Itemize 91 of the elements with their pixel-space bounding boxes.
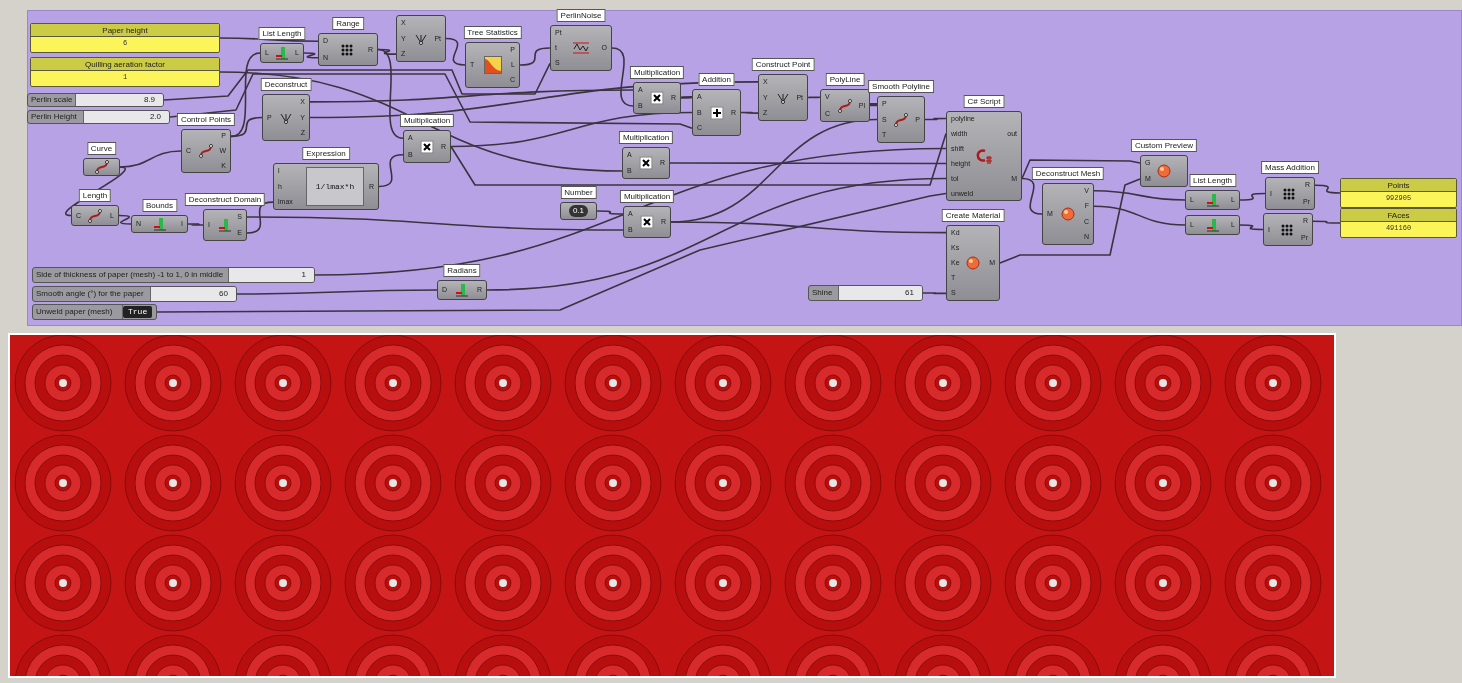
wire bbox=[924, 117, 947, 121]
component-title: Deconstruct Mesh bbox=[1031, 167, 1105, 180]
wire bbox=[740, 111, 759, 114]
wire bbox=[680, 96, 693, 99]
wire bbox=[219, 37, 319, 43]
wire bbox=[596, 210, 624, 215]
wire bbox=[378, 153, 404, 188]
component-box bbox=[1185, 215, 1240, 235]
slider-value: 61 bbox=[839, 286, 922, 300]
wire bbox=[1239, 224, 1264, 231]
wire bbox=[486, 177, 947, 291]
wire bbox=[1093, 205, 1186, 226]
wire bbox=[156, 192, 947, 313]
component-title: Bounds bbox=[141, 199, 178, 212]
component-title: List Length bbox=[1188, 174, 1237, 187]
component-title: Multiplication bbox=[629, 66, 685, 79]
wire bbox=[246, 201, 274, 234]
panel-header: FAces bbox=[1341, 209, 1456, 222]
boolean-toggle bbox=[32, 304, 157, 320]
component-title: Range bbox=[332, 17, 364, 30]
wire bbox=[377, 48, 404, 140]
panel bbox=[1340, 178, 1457, 208]
slider-value: 1 bbox=[229, 268, 314, 282]
wire bbox=[445, 37, 466, 66]
wire bbox=[314, 147, 947, 276]
wire bbox=[219, 71, 623, 172]
component-title: Smooth Polyline bbox=[868, 80, 934, 93]
wire bbox=[230, 116, 263, 138]
wire bbox=[1239, 192, 1266, 201]
wire bbox=[163, 62, 551, 101]
component-title: List Length bbox=[258, 27, 306, 40]
wire bbox=[450, 132, 947, 186]
component-title: Number bbox=[560, 186, 597, 199]
wire bbox=[187, 223, 204, 226]
panel bbox=[30, 23, 220, 53]
wire bbox=[922, 292, 947, 295]
wire bbox=[519, 47, 551, 66]
toggle-value: True bbox=[123, 306, 153, 318]
component-title: C# Script bbox=[963, 95, 1005, 108]
wire bbox=[303, 52, 319, 59]
component-box bbox=[1263, 213, 1313, 246]
wire bbox=[1312, 220, 1341, 224]
component-title: Control Points bbox=[176, 113, 236, 126]
number-slider bbox=[32, 286, 237, 302]
wire bbox=[1021, 159, 1141, 180]
component-title: Addition bbox=[698, 73, 735, 86]
wire bbox=[670, 221, 947, 234]
component-title: Mass Addition bbox=[1261, 161, 1319, 174]
component-title: Multiplication bbox=[618, 131, 674, 144]
component-title: Multiplication bbox=[619, 190, 675, 203]
wire bbox=[230, 52, 261, 138]
component-title: Multiplication bbox=[399, 114, 455, 127]
component-title: Deconstruct bbox=[260, 78, 312, 91]
panel bbox=[30, 57, 220, 87]
wire bbox=[1021, 177, 1043, 215]
number-slider bbox=[27, 110, 170, 124]
component-title: Custom Preview bbox=[1130, 139, 1198, 152]
wire bbox=[999, 178, 1141, 264]
component-title: PolyLine bbox=[825, 73, 865, 86]
number-slider bbox=[27, 93, 164, 107]
slider-value: 8.9 bbox=[76, 94, 163, 106]
component-box bbox=[396, 15, 446, 62]
component-title: PerlinNoise bbox=[556, 9, 606, 22]
component-title: Expression bbox=[302, 147, 350, 160]
component-title: Radians bbox=[443, 264, 481, 277]
component-title: Tree Statistics bbox=[463, 26, 522, 39]
wire bbox=[807, 96, 821, 99]
slider-value: 2.0 bbox=[84, 111, 169, 123]
panel-header: Points bbox=[1341, 179, 1456, 192]
wire bbox=[118, 214, 132, 225]
wire bbox=[246, 216, 624, 231]
slider-value: 60 bbox=[151, 287, 236, 301]
number-value: 0.1 bbox=[569, 205, 588, 217]
wire bbox=[450, 111, 693, 148]
wire bbox=[1314, 184, 1341, 194]
number-slider bbox=[808, 285, 923, 301]
wire bbox=[1093, 189, 1186, 201]
component-title: Create Material bbox=[941, 209, 1005, 222]
number-slider bbox=[32, 267, 315, 283]
component-title: Curve bbox=[86, 142, 117, 155]
component-title: Deconstruct Domain bbox=[184, 193, 266, 206]
component-title: Length bbox=[78, 189, 112, 202]
wire bbox=[169, 73, 693, 129]
panel-header: Paper height bbox=[31, 24, 219, 37]
panel bbox=[1340, 208, 1457, 238]
expression-text: 1/lmax*h bbox=[306, 167, 364, 206]
wire bbox=[669, 162, 947, 165]
panel-header: Quilling aeration factor bbox=[31, 58, 219, 71]
wire bbox=[236, 289, 438, 295]
component-title: Construct Point bbox=[751, 58, 815, 71]
wire bbox=[309, 89, 634, 103]
